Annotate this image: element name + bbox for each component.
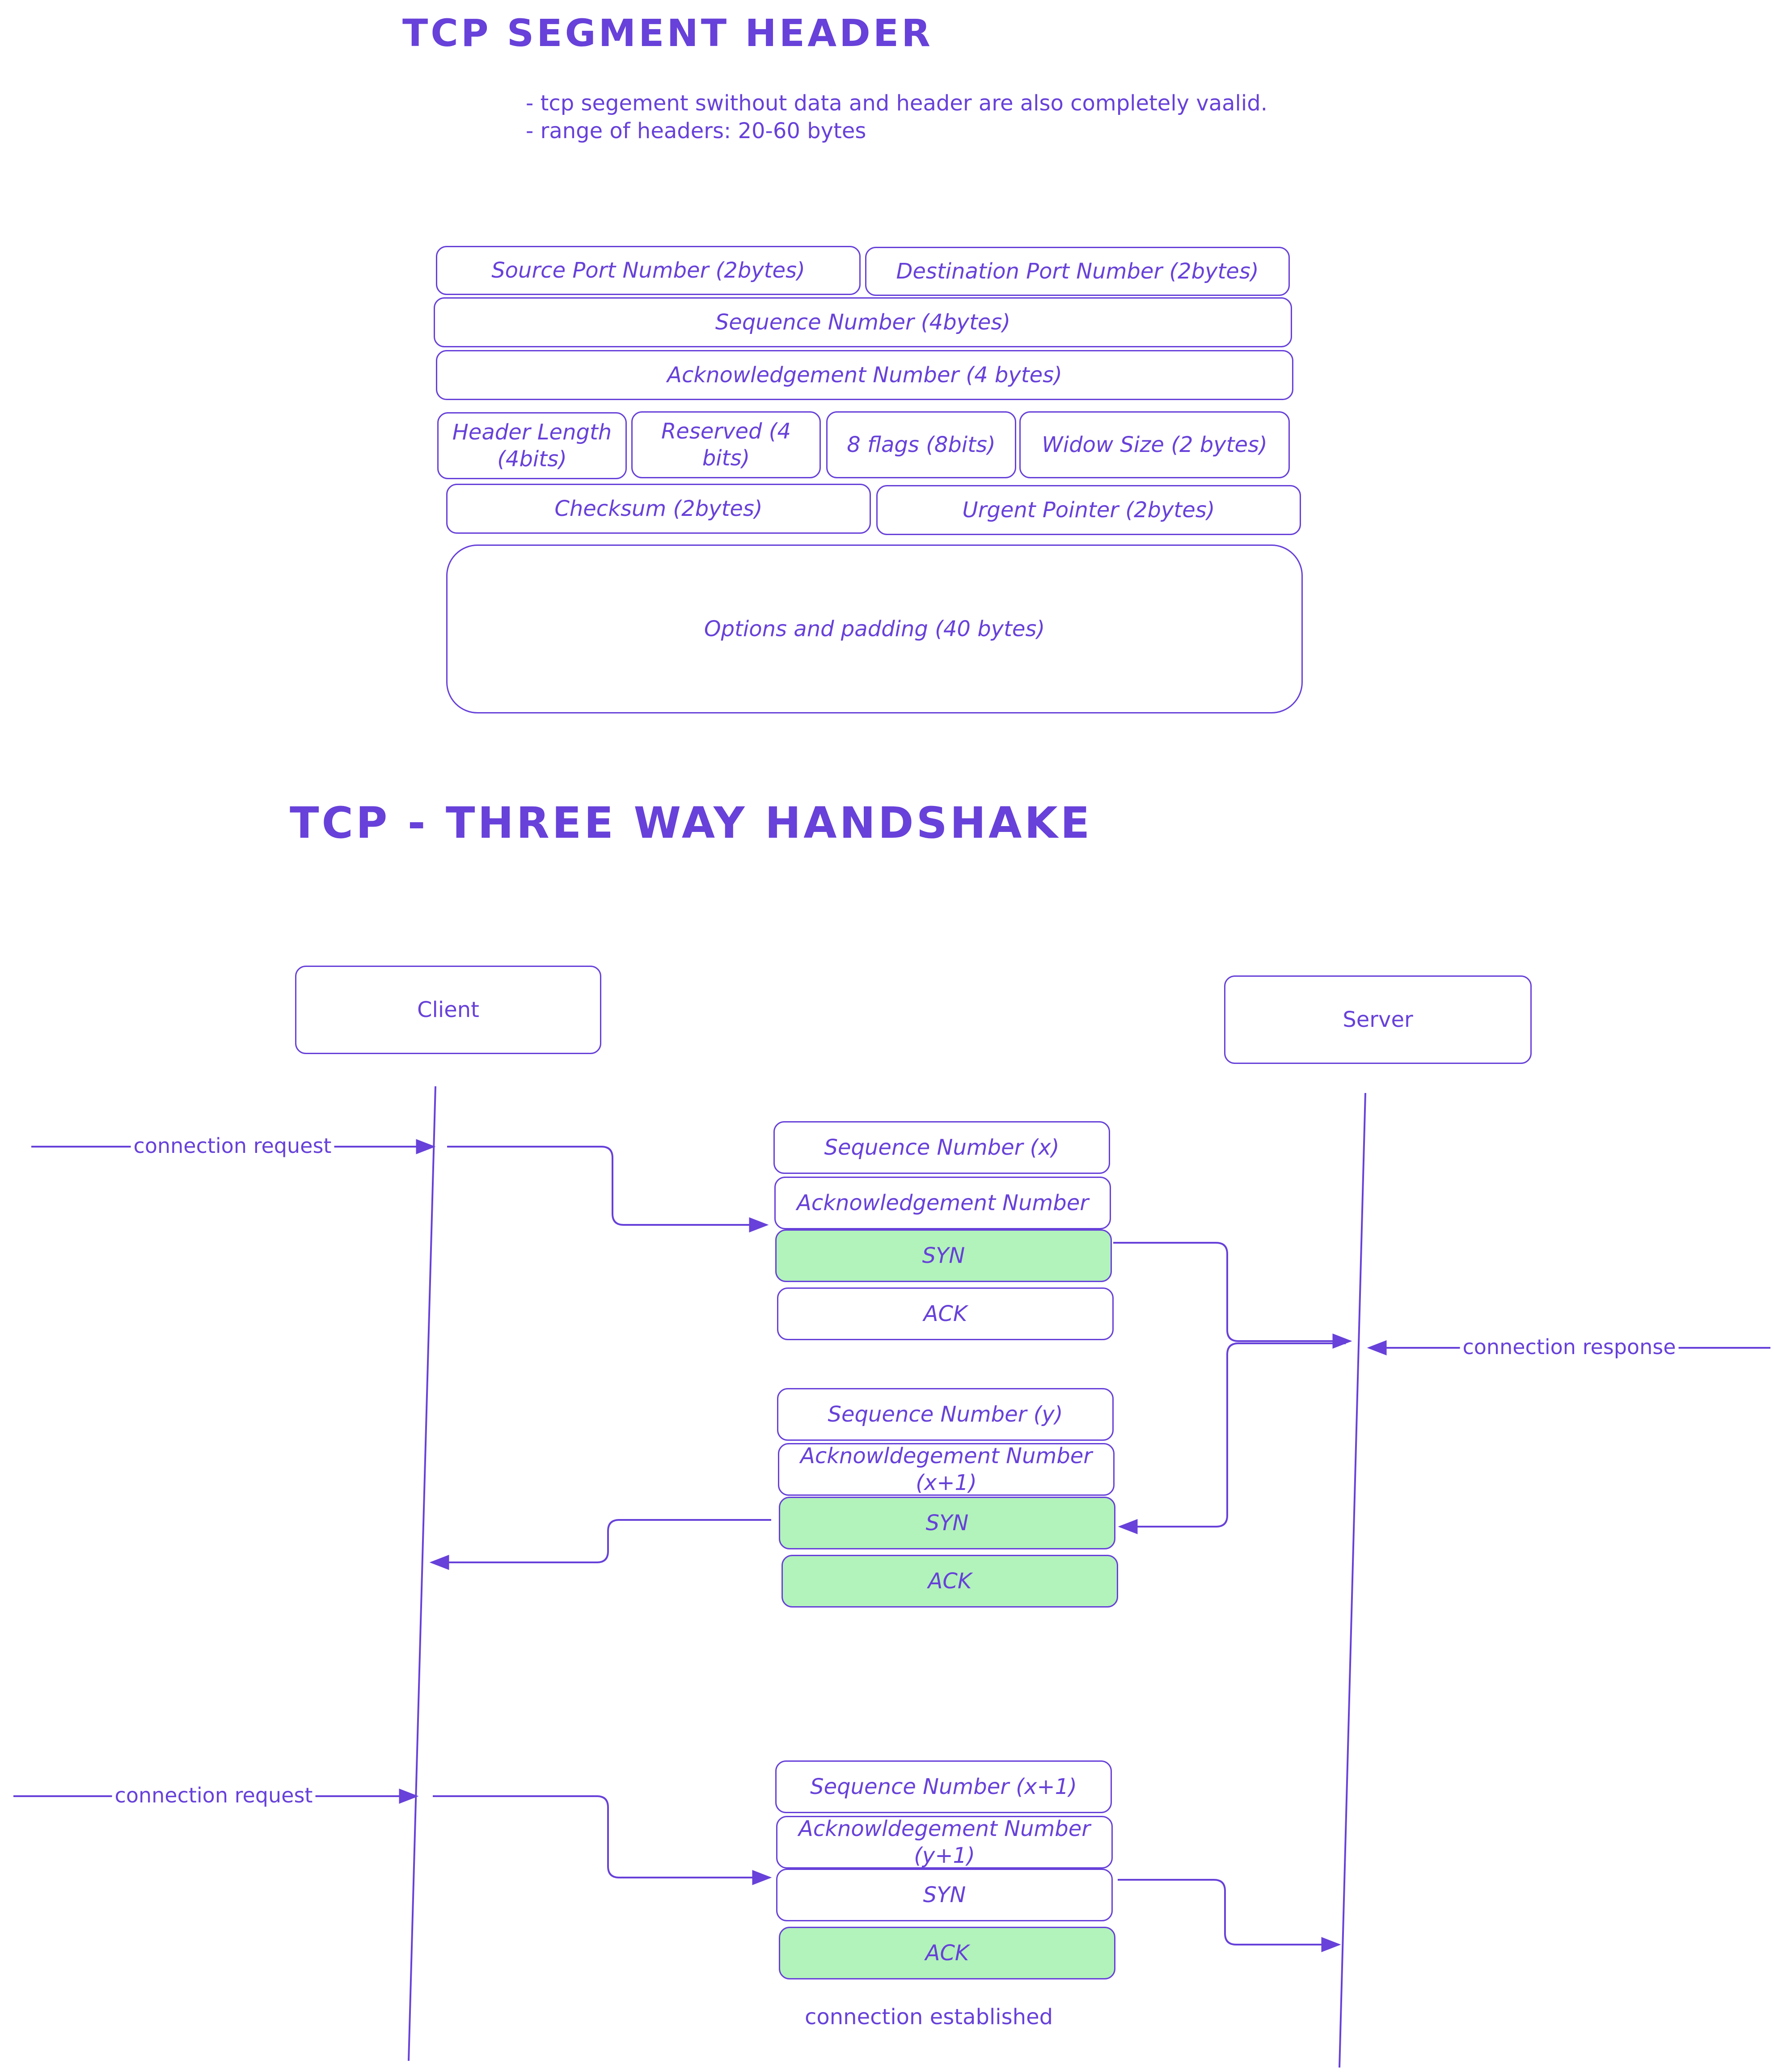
segment-header-title: TCP SEGMENT HEADER [402, 11, 933, 55]
step3-ack-flag: ACK [779, 1927, 1115, 1979]
field-acknowledgement-number: Acknowledgement Number (4 bytes) [436, 350, 1293, 400]
field-urgent-pointer: Urgent Pointer (2bytes) [876, 485, 1301, 535]
step1-ack-flag: ACK [777, 1287, 1114, 1340]
server-to-segment-2 [1118, 1342, 1346, 1534]
segment-2-to-client [429, 1519, 771, 1570]
step1-acknowledgement-field: Acknowledgement Number [774, 1177, 1111, 1229]
client-lifeline [408, 1086, 436, 2061]
step1-syn-flag: SYN [775, 1229, 1112, 1282]
segment-3-to-server [1118, 1879, 1341, 1952]
connection-request-label-2: connection request [112, 1783, 316, 1807]
handshake-title: TCP - THREE WAY HANDSHAKE [290, 798, 1093, 848]
field-checksum: Checksum (2bytes) [446, 484, 871, 534]
step2-sequence-field: Sequence Number (y) [777, 1388, 1114, 1441]
step3-sequence-field: Sequence Number (x+1) [775, 1760, 1112, 1813]
note-line: - tcp segement swithout data and header … [526, 91, 1267, 116]
segment-1-to-server [1113, 1242, 1352, 1349]
connection-response-label: connection response [1460, 1335, 1679, 1359]
segment-notes: - tcp segement swithout data and header … [526, 89, 1267, 145]
step2-ack-flag: ACK [781, 1555, 1118, 1608]
field-options-padding: Options and padding (40 bytes) [446, 544, 1303, 713]
field-flags: 8 flags (8bits) [826, 411, 1016, 478]
client-node: Client [295, 966, 601, 1054]
connection-established-label: connection established [805, 2004, 1053, 2030]
step1-sequence-field: Sequence Number (x) [773, 1121, 1110, 1174]
step3-syn-flag: SYN [776, 1869, 1113, 1921]
field-source-port: Source Port Number (2bytes) [436, 246, 861, 295]
note-line: - range of headers: 20-60 bytes [526, 118, 866, 143]
server-lifeline [1339, 1093, 1366, 2068]
client-to-segment-1 [447, 1146, 769, 1232]
client-to-segment-3 [433, 1795, 772, 1885]
step3-acknowledgement-field: Acknowldegement Number (y+1) [776, 1816, 1113, 1869]
step2-syn-flag: SYN [779, 1497, 1115, 1549]
field-reserved: Reserved (4 bits) [631, 411, 821, 478]
field-destination-port: Destination Port Number (2bytes) [865, 247, 1290, 296]
server-node: Server [1224, 975, 1532, 1064]
field-sequence-number: Sequence Number (4bytes) [434, 297, 1292, 347]
connection-request-label-1: connection request [131, 1134, 334, 1158]
step2-acknowledgement-field: Acknowldegement Number (x+1) [778, 1443, 1115, 1496]
field-window-size: Widow Size (2 bytes) [1019, 411, 1290, 478]
field-header-length: Header Length (4bits) [437, 412, 627, 479]
